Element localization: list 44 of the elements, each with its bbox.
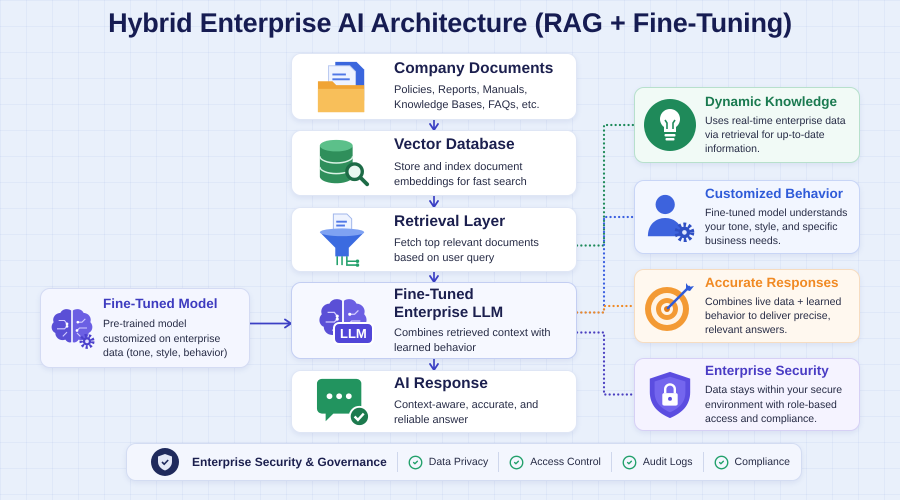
card-title: Dynamic Knowledge [705,94,838,110]
benefit-card [634,269,860,343]
card-title: Retrieval Layer [394,212,506,232]
card-description: Store and index document embeddings for fast search [394,160,528,190]
card-title: Vector Database [394,136,515,155]
card-description: Context-aware, accurate, and reliable answer [394,398,540,428]
dotted-connector [576,124,636,247]
benefit-card [634,180,860,254]
card-title: AI Response [394,374,488,394]
arrow [429,359,439,371]
card-description: Policies, Reports, Manuals, Knowledge Bases, FAQs, etc. [394,83,541,114]
diagram-title: Hybrid Enterprise AI Architecture (RAG + Fine-Tuning) [108,8,792,39]
card-description: Pre-trained model customized on enterprise data (tone, style, behavior) [103,317,228,360]
step-card [291,370,577,433]
model-card [40,288,250,368]
card-title: Accurate Responses [705,274,839,291]
step-card [291,130,577,196]
card-title: Company Documents [394,60,554,78]
arrow [429,120,439,131]
step-card [291,53,577,120]
governance-bar [126,443,802,481]
benefit-card [634,358,860,431]
step-card [291,207,577,272]
card-description: Combines live data + learned behavior to deliver precise, relevant answers. [705,294,842,338]
arrow [429,272,439,283]
benefit-card [634,87,860,163]
model-tag: LLM [333,322,374,345]
card-description: Combines retrieved context with learned behavior [394,326,552,356]
feature-label: Audit Logs [642,456,693,468]
bar-title: Enterprise Security & Governance [192,455,387,469]
card-title: Enterprise Security [705,363,829,380]
arrow [429,196,439,208]
feature-label: Compliance [734,456,790,468]
card-title: Fine-Tuned Enterprise LLM [394,286,504,322]
card-description: Uses real-time enterprise data via retrieval for up-to-date information. [705,114,847,156]
feature-label: Data Privacy [428,456,488,468]
card-title: Customized Behavior [705,186,844,202]
arrow [250,318,292,328]
card-title: Fine-Tuned Model [103,296,218,312]
card-description: Fetch top relevant documents based on user query [394,236,540,266]
step-card [291,282,577,359]
card-description: Fine-tuned model understands your tone, style, and specific business needs. [705,206,848,248]
card-description: Data stays within your secure environment with role-based access and compliance. [705,383,844,426]
feature-label: Access Control [530,456,601,468]
